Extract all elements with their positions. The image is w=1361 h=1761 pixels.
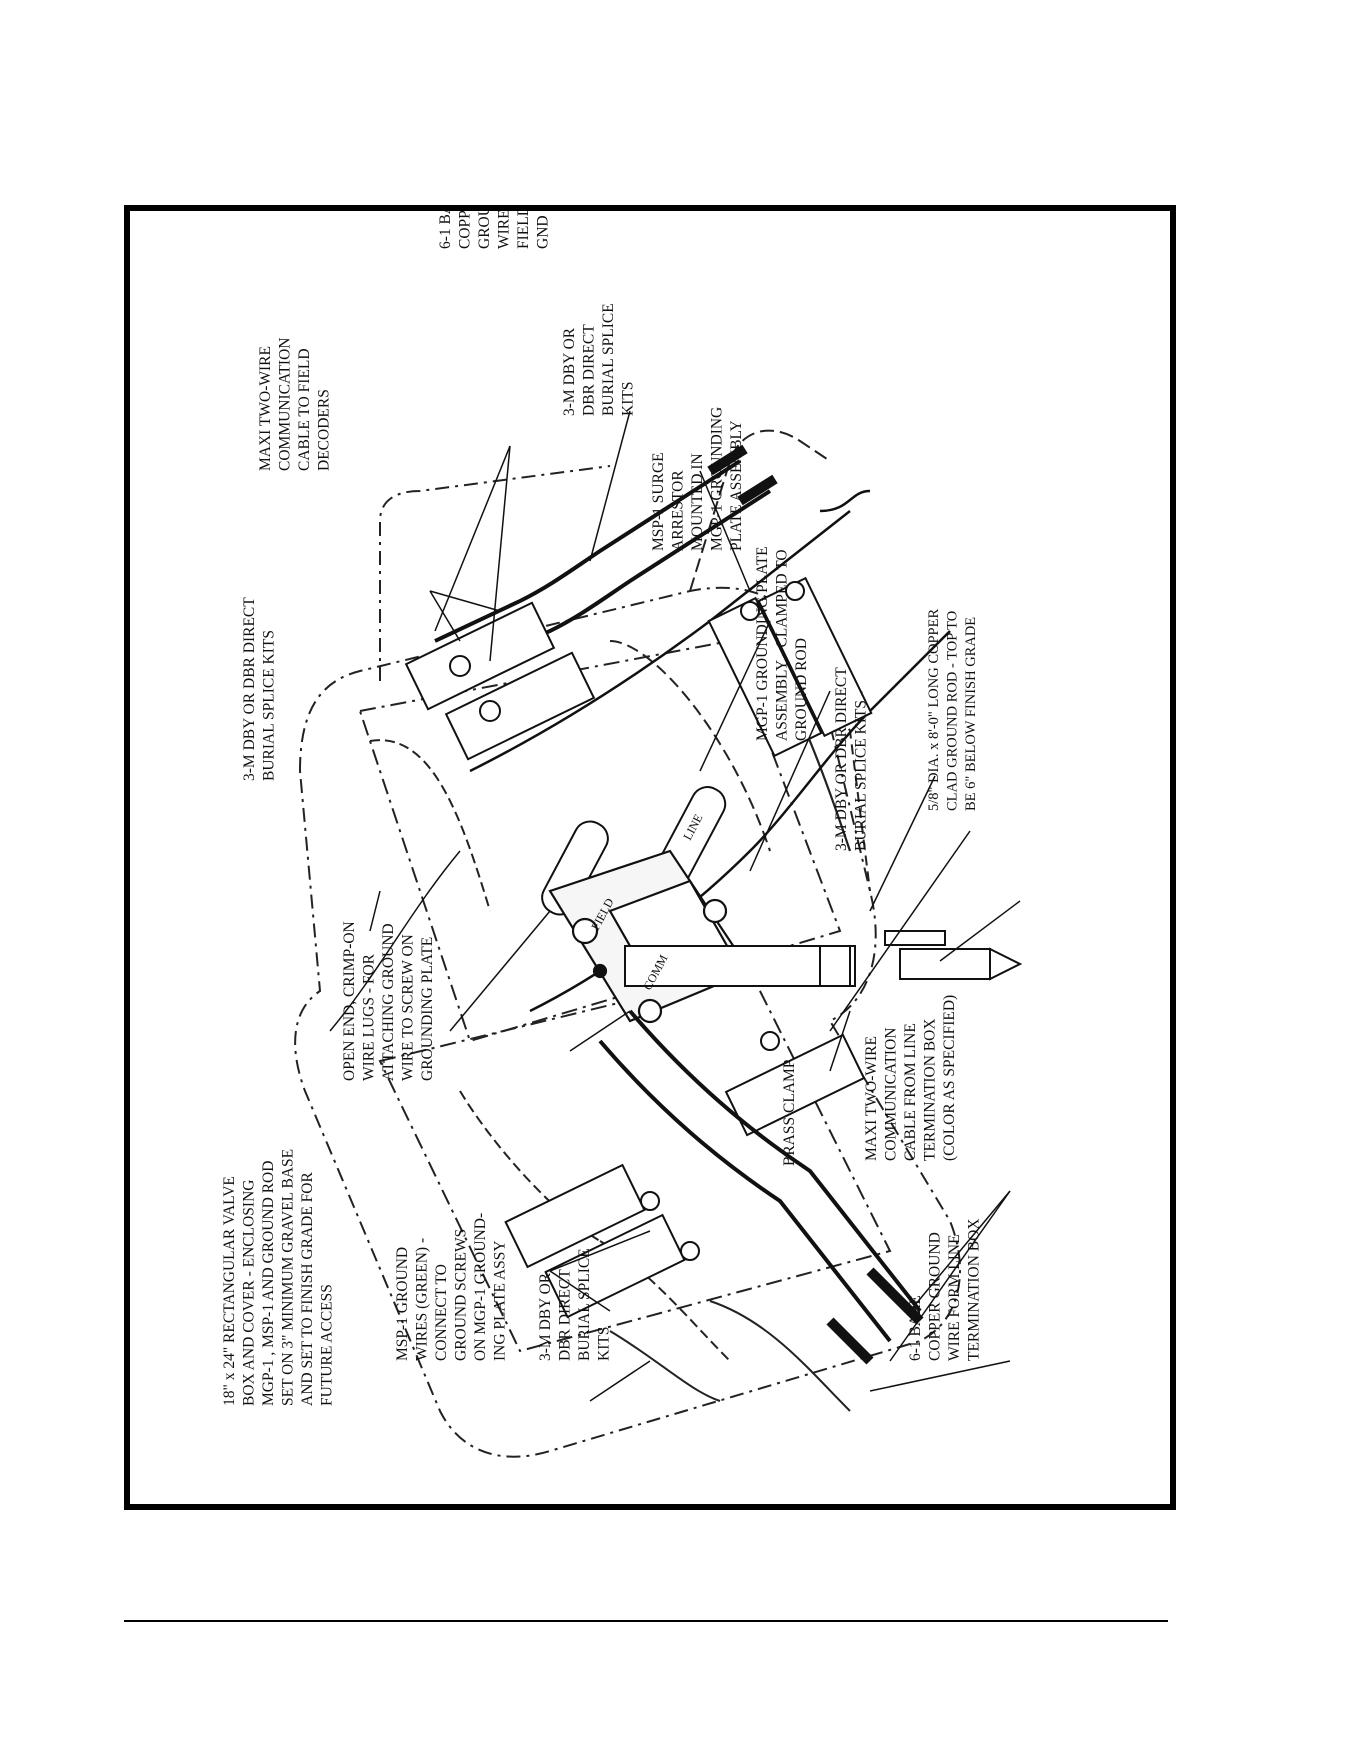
- label-line: 3-M DBY OR: [537, 1272, 554, 1361]
- label-line: BURIAL SPLICE: [600, 303, 617, 416]
- label-line: CABLE TO FIELD: [296, 348, 313, 471]
- label-line: WIRE LUGS - FOR: [361, 953, 378, 1081]
- label-line: WIRE TO SCREW ON: [400, 934, 417, 1081]
- label-line: CLAD GROUND ROD - TOP TO: [945, 611, 961, 811]
- label-line: WIRE TO: [496, 211, 513, 249]
- label-line: GROUND SCREWS: [453, 1229, 470, 1361]
- label-line: ING PLATE ASSY: [492, 1240, 509, 1361]
- label-line: MSP-1 GROUND: [394, 1247, 411, 1361]
- label-line: GROUND: [476, 211, 493, 249]
- label-line: (COLOR AS SPECIFIED): [941, 995, 958, 1161]
- label-line: SET ON 3" MINIMUM GRAVEL BASE: [280, 1149, 297, 1406]
- label-brass-clamp: BRASS CLAMP: [781, 1060, 798, 1166]
- label-line: BURIAL SPLICE KITS -: [853, 691, 870, 851]
- label-line: ARRESTOR: [670, 470, 687, 551]
- label-line: 6-1 BARE: [907, 1295, 924, 1361]
- splice-kits-top: [404, 601, 596, 761]
- label-line: COPPER: [457, 211, 474, 249]
- grounding-assembly-diagram: FIELD LINE COMM 18" x 24" RECTANGULAR VA…: [221, 211, 1023, 1458]
- label-line: COMMUNICATION: [277, 338, 294, 471]
- label-line: WIRE FORM LINE: [946, 1234, 963, 1361]
- label-line: DBR DIRECT: [581, 324, 598, 416]
- footer-rule: [124, 1620, 1168, 1622]
- splice-kits-right: [707, 576, 873, 758]
- label-line: CONNECT TO: [433, 1264, 450, 1361]
- label-line: 3-M DBY OR: [561, 327, 578, 416]
- cable-from-line: [598, 1009, 924, 1365]
- label-line: WIRES (GREEN) -: [414, 1238, 431, 1361]
- label-line: 5/8" DIA. x 8'-0" LONG COPPER: [926, 609, 942, 811]
- label-line: ON MGP-1 GROUND-: [472, 1213, 489, 1361]
- label-line: BE 6" BELOW FINISH GRADE: [963, 617, 979, 811]
- label-line: AND SET TO FINISH GRADE FOR: [299, 1172, 316, 1406]
- label-line: FUTURE ACCESS: [319, 1284, 336, 1406]
- label-line: BURIAL SPLICE KITS: [261, 630, 278, 781]
- label-line: PLATE ASSEMBLY: [728, 420, 745, 551]
- label-line: COMMUNICATION: [883, 1028, 900, 1161]
- label-line: 3-M DBY OR DBR DIRECT: [833, 667, 850, 851]
- ground-rod-tip: [899, 947, 1023, 981]
- label-line: OPEN END, CRIMP-ON: [341, 921, 358, 1081]
- label-line: MGP-1 GROUNDING PLATE: [754, 546, 771, 741]
- label-line: CABLE FROM LINE: [902, 1023, 919, 1161]
- cable-to-field: [434, 444, 778, 673]
- label-line: DBR DIRECT: [557, 1269, 574, 1361]
- label-line: MGP-1 GROUNDING: [709, 407, 726, 551]
- label-line: 6-1 BARE: [437, 211, 454, 249]
- label-line: GROUNDING PLATE: [419, 937, 436, 1081]
- label-line: BRASS CLAMP: [781, 1060, 798, 1166]
- label-line: MSP-1 SURGE: [650, 452, 667, 551]
- leader-lines: [329, 410, 1021, 1402]
- label-line: TERMINATION BOX: [966, 1218, 983, 1361]
- label-line: BOX AND COVER - ENCLOSING: [241, 1180, 258, 1406]
- label-line: FIELD: [515, 211, 532, 249]
- label-line: MAXI TWO-WIRE: [863, 1036, 880, 1161]
- label-line: MGP-1 , MSP-1 AND GROUND ROD: [260, 1161, 277, 1406]
- label-line: MOUNTED IN: [689, 453, 706, 551]
- label-line: ASSEMBLY - CLAMPED TO: [774, 549, 791, 741]
- label-line: TERMINATION BOX: [922, 1018, 939, 1161]
- label-line: KITS: [620, 382, 637, 416]
- label-line: GND GRID: [535, 211, 552, 249]
- splice-kits-lower: [724, 1031, 866, 1137]
- label-line: BURIAL SPLICE: [576, 1248, 593, 1361]
- label-line: ATTACHING GROUND: [380, 923, 397, 1081]
- label-line: 3-M DBY OR DBR DIRECT: [241, 597, 258, 781]
- label-line: GROUND ROD: [793, 638, 810, 741]
- ground-rod: [624, 930, 946, 987]
- diagram-frame: FIELD LINE COMM 18" x 24" RECTANGULAR VA…: [124, 205, 1176, 1510]
- label-line: MAXI TWO-WIRE: [257, 346, 274, 471]
- label-line: 18" x 24" RECTANGULAR VALVE: [221, 1176, 238, 1406]
- label-line: DECODERS: [316, 389, 333, 471]
- label-line: KITS: [596, 1327, 613, 1361]
- label-line: COPPER GROUND: [927, 1232, 944, 1361]
